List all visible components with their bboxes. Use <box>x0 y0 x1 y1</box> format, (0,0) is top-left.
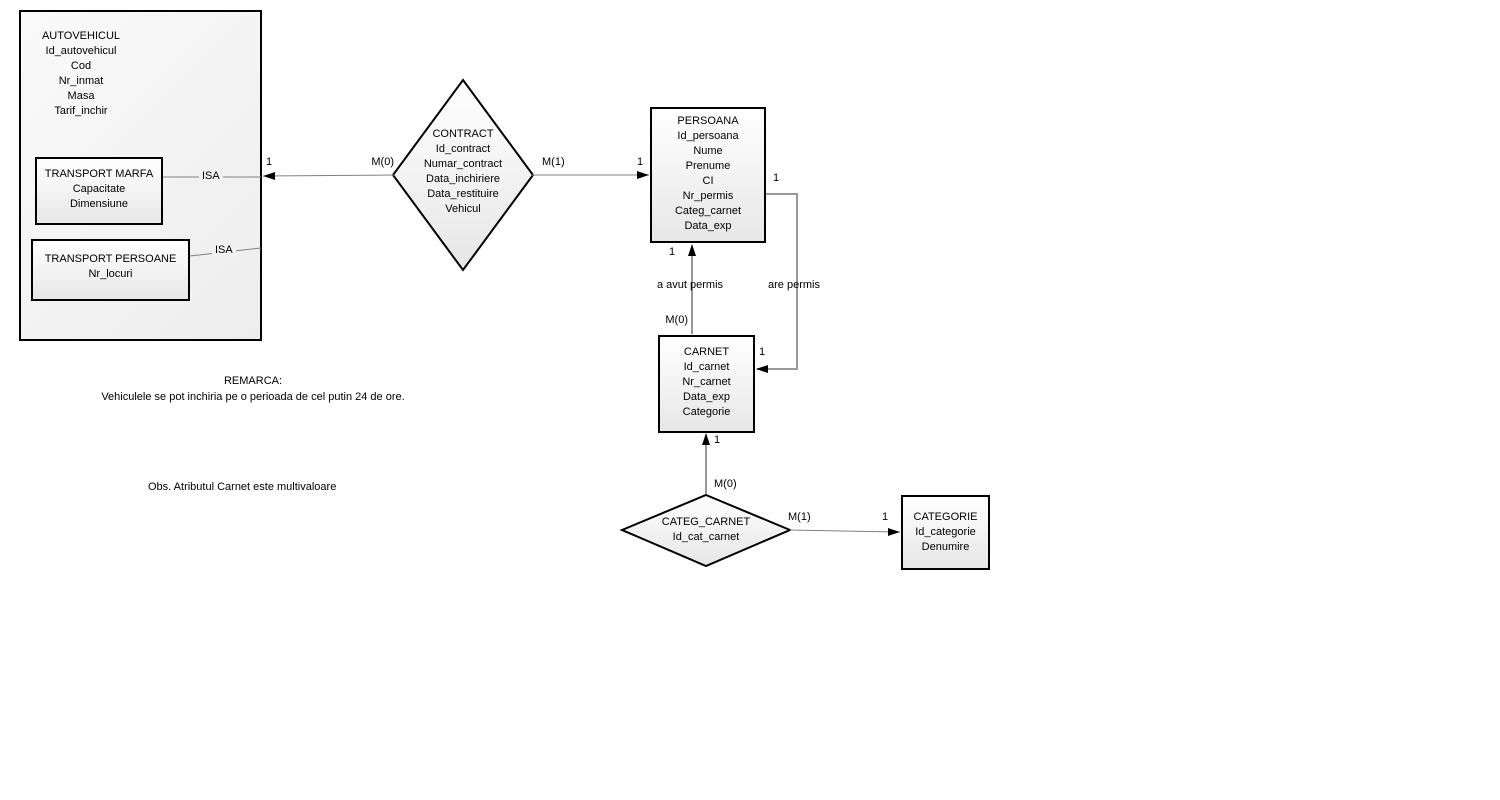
cardinality-categ-m1: M(1) <box>788 511 811 523</box>
arrowhead-autovehicul <box>263 172 275 180</box>
entity-attribute: Nr_carnet <box>682 376 731 388</box>
cardinality-autovehicul-one: 1 <box>266 156 273 168</box>
relationship-title: CATEG_CARNET <box>661 516 751 528</box>
entity-attribute: Nr_inmat <box>58 75 104 87</box>
entity-title: CARNET <box>683 346 730 358</box>
entity-attribute: Nume <box>693 145 723 157</box>
cardinality-contract-m0: M(0) <box>371 156 394 168</box>
arrowhead-carnet-right <box>756 365 768 373</box>
entity-attribute: Data_exp <box>682 391 731 403</box>
entity-categorie: CATEGORIE Id_categorie Denumire <box>901 495 990 570</box>
arrowhead-persoana-bottom <box>688 244 696 256</box>
entity-autovehicul-text: AUTOVEHICUL Id_autovehicul Cod Nr_inmat … <box>21 29 141 119</box>
entity-attribute: CI <box>702 175 714 187</box>
entity-title: TRANSPORT MARFA <box>44 168 154 180</box>
entity-attribute: Denumire <box>921 541 970 553</box>
cardinality-a-avut-m0: M(0) <box>665 314 688 326</box>
cardinality-persoana-one: 1 <box>637 156 644 168</box>
entity-title: PERSOANA <box>677 115 739 127</box>
cardinality-contract-m1: M(1) <box>542 156 565 168</box>
entity-attribute: Data_exp <box>684 220 732 232</box>
relationship-attribute: Data_restituire <box>427 188 499 200</box>
link-categ-categorie <box>789 529 901 533</box>
entity-title: AUTOVEHICUL <box>41 30 121 42</box>
entity-attribute: Id_carnet <box>683 361 730 373</box>
isa-label-persoane: ISA <box>212 244 236 257</box>
relationship-categ-carnet-diamond <box>619 493 793 568</box>
relationship-label-a-avut-permis: a avut permis <box>657 279 724 291</box>
relationship-attribute: Data_inchiriere <box>426 173 500 185</box>
entity-transport-persoane: TRANSPORT PERSOANE Nr_locuri <box>31 239 190 301</box>
relationship-attribute: Numar_contract <box>423 158 503 170</box>
entity-carnet: CARNET Id_carnet Nr_carnet Data_exp Cate… <box>658 335 755 433</box>
cardinality-carnet-one: 1 <box>714 434 721 446</box>
entity-attribute: Masa <box>67 90 95 102</box>
cardinality-are-permis-one-top: 1 <box>773 172 780 184</box>
relationship-contract-diamond <box>391 78 535 272</box>
isa-label-marfa: ISA <box>199 170 223 183</box>
entity-attribute: Id_autovehicul <box>45 45 117 57</box>
relationship-categ-carnet-text: CATEG_CARNET Id_cat_carnet <box>646 515 766 545</box>
arrowhead-carnet-bottom <box>702 433 710 445</box>
note-remarca: REMARCA: Vehiculele se pot inchiria pe o… <box>43 373 463 405</box>
note-remarca-title: REMARCA: <box>223 375 283 387</box>
relationship-attribute: Id_contract <box>435 143 491 155</box>
note-obs: Obs. Atributul Carnet este multivaloare <box>148 481 337 493</box>
arrowhead-categorie <box>888 528 900 536</box>
link-contract-autovehicul <box>262 174 395 177</box>
arrowhead-persoana-left <box>637 171 649 179</box>
entity-attribute: Id_categorie <box>915 526 976 538</box>
entity-attribute: Capacitate <box>72 183 126 195</box>
note-remarca-body: Vehiculele se pot inchiria pe o perioada… <box>101 391 405 403</box>
relationship-label-are-permis: are permis <box>768 279 820 291</box>
entity-attribute: Nr_locuri <box>88 268 133 280</box>
entity-attribute: Tarif_inchir <box>54 105 108 117</box>
entity-attribute: Categ_carnet <box>674 205 742 217</box>
entity-transport-marfa: TRANSPORT MARFA Capacitate Dimensiune <box>35 157 163 225</box>
entity-attribute: Prenume <box>685 160 731 172</box>
relationship-attribute: Vehicul <box>445 203 481 215</box>
entity-attribute: Nr_permis <box>682 190 734 202</box>
link-are-permis <box>757 193 798 370</box>
cardinality-a-avut-one: 1 <box>669 246 676 258</box>
entity-attribute: Categorie <box>682 406 731 418</box>
entity-attribute: Id_persoana <box>677 130 739 142</box>
entity-title: TRANSPORT PERSOANE <box>44 253 177 265</box>
entity-attribute: Cod <box>70 60 92 72</box>
entity-attribute: Dimensiune <box>69 198 129 210</box>
cardinality-are-permis-one-bottom: 1 <box>759 346 766 358</box>
relationship-title: CONTRACT <box>432 128 494 140</box>
relationship-contract-text: CONTRACT Id_contract Numar_contract Data… <box>403 127 523 217</box>
cardinality-categorie-one: 1 <box>882 511 889 523</box>
entity-persoana: PERSOANA Id_persoana Nume Prenume CI Nr_… <box>650 107 766 243</box>
cardinality-categ-m0: M(0) <box>714 478 737 490</box>
relationship-attribute: Id_cat_carnet <box>672 531 740 543</box>
entity-title: CATEGORIE <box>913 511 978 523</box>
